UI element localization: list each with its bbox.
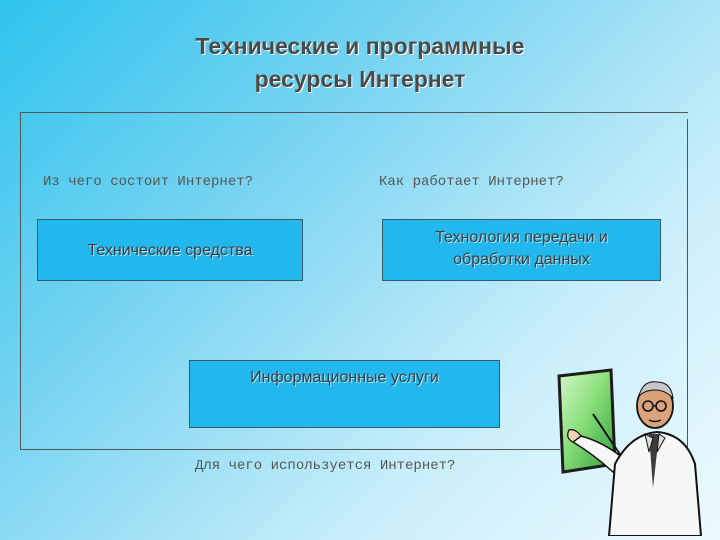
frame-top-line (20, 112, 688, 113)
box-technology-line-2: обработки данных (453, 251, 590, 268)
frame-left-line (20, 112, 21, 450)
question-composition: Из чего состоит Интернет? (43, 174, 254, 190)
frame-bottom-line (20, 449, 560, 450)
title-line-1: Технические и программные (195, 33, 525, 59)
frame-right-line (687, 119, 688, 449)
box-hardware-label: Технические средства (87, 242, 253, 259)
title-line-2: ресурсы Интернет (254, 66, 466, 92)
box-technology-line-1: Технология передачи и (435, 229, 608, 246)
teacher-pointing-icon (557, 368, 703, 536)
box-hardware: Технические средства (37, 219, 303, 281)
box-technology: Технология передачи и обработки данных (382, 219, 661, 281)
question-purpose: Для чего используется Интернет? (195, 458, 456, 474)
box-services: Информационные услуги (189, 360, 500, 428)
slide-title: Технические и программные ресурсы Интерн… (0, 30, 720, 96)
question-how-it-works: Как работает Интернет? (379, 174, 564, 190)
box-services-label: Информационные услуги (250, 369, 439, 386)
